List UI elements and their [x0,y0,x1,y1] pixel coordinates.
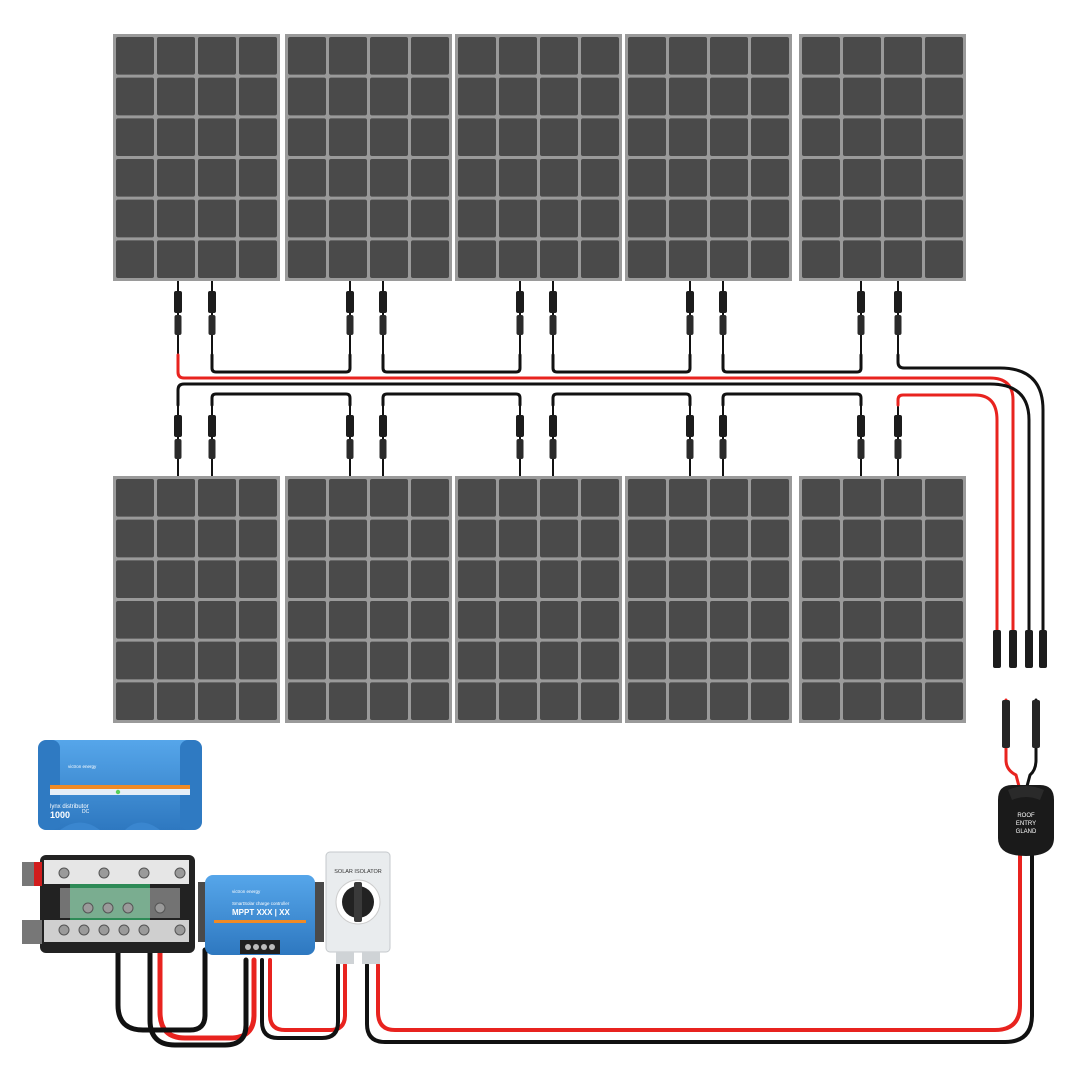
orange-stripe [50,785,190,789]
top-panel-3-negative-lead [549,281,557,355]
bottom-panel-1-positive-lead [174,405,182,476]
bottom-panel-5-positive-lead [857,405,865,476]
lynx-model-line1: lynx distributor [50,804,89,810]
bottom-panel-2-negative-lead [379,405,387,476]
bottom-panel-4-positive-lead [686,405,694,476]
top-solar-panel-5 [799,34,966,281]
bottom-solar-panel-5 [799,476,966,723]
bottom-solar-panel-3 [455,476,622,723]
lynx-bolt-4 [174,867,186,879]
top-panel-5-negative-lead [894,281,902,355]
y-combiner-output-1 [1002,700,1010,748]
gland-line2: ENTRY [1016,821,1036,827]
mppt-line2: MPPT XXX | XX [232,908,290,917]
mppt-charge-controller: victron energy SmartSolar charge control… [198,875,324,955]
bottom-panel-array [113,476,966,723]
solar-isolator: SOLAR ISOLATOR [325,851,391,964]
bottom-panel-4-negative-lead [719,405,727,476]
y-combiner-input-2 [1009,630,1017,668]
y-combiner-output-2 [1032,700,1040,748]
isolator-label: SOLAR ISOLATOR [334,869,382,875]
bottom-solar-panel-4 [625,476,792,723]
bottom-panel-3-negative-lead [549,405,557,476]
status-led [115,789,121,795]
lynx-busbar-base [22,855,195,953]
mc4-y-combiners [993,630,1047,748]
panel-leads [174,281,902,476]
top-panel-1-negative-lead [208,281,216,355]
top-solar-panel-1 [113,34,280,281]
top-solar-panel-2 [285,34,452,281]
lynx-bolt-6 [78,924,90,936]
top-panel-2-positive-lead [346,281,354,355]
lynx-bolt-10 [174,924,186,936]
lynx-bolt-1 [58,867,70,879]
y-combiner-input-4 [1039,630,1047,668]
lynx-bolt-5 [58,924,70,936]
lynx-distributor: victron energy lynx distributor 1000 DC [38,740,202,830]
top-panel-5-positive-lead [857,281,865,355]
gland-line3: GLAND [1016,829,1037,835]
lynx-brand: victron energy [68,764,97,769]
lynx-bolt-13 [122,902,134,914]
top-panel-2-negative-lead [379,281,387,355]
bottom-panel-1-negative-lead [208,405,216,476]
y-combiner-input-1 [993,630,1001,668]
top-panel-4-negative-lead [719,281,727,355]
mppt-brand: victron energy [232,889,261,894]
lynx-bolt-3 [138,867,150,879]
y-combiner-input-3 [1025,630,1033,668]
top-panel-4-positive-lead [686,281,694,355]
roof-entry-gland: ROOF ENTRY GLAND [998,785,1054,856]
lynx-bolt-12 [102,902,114,914]
mppt-line1: SmartSolar charge controller [232,901,290,906]
series-wiring [115,353,1045,1048]
lynx-bolt-7 [98,924,110,936]
gland-line1: ROOF [1017,813,1035,819]
lynx-model-line2: 1000 [50,810,70,820]
top-panel-array [113,34,966,281]
lynx-bolt-11 [82,902,94,914]
top-panel-3-positive-lead [516,281,524,355]
top-solar-panel-4 [625,34,792,281]
lynx-bolt-14 [154,902,166,914]
bottom-panel-2-positive-lead [346,405,354,476]
bottom-panel-5-negative-lead [894,405,902,476]
top-solar-panel-3 [455,34,622,281]
bottom-solar-panel-2 [285,476,452,723]
lynx-bolt-9 [138,924,150,936]
bottom-solar-panel-1 [113,476,280,723]
lynx-model-suffix: DC [82,809,90,815]
lynx-bolt-2 [98,867,110,879]
top-panel-1-positive-lead [174,281,182,355]
bottom-panel-3-positive-lead [516,405,524,476]
lynx-bolt-8 [118,924,130,936]
